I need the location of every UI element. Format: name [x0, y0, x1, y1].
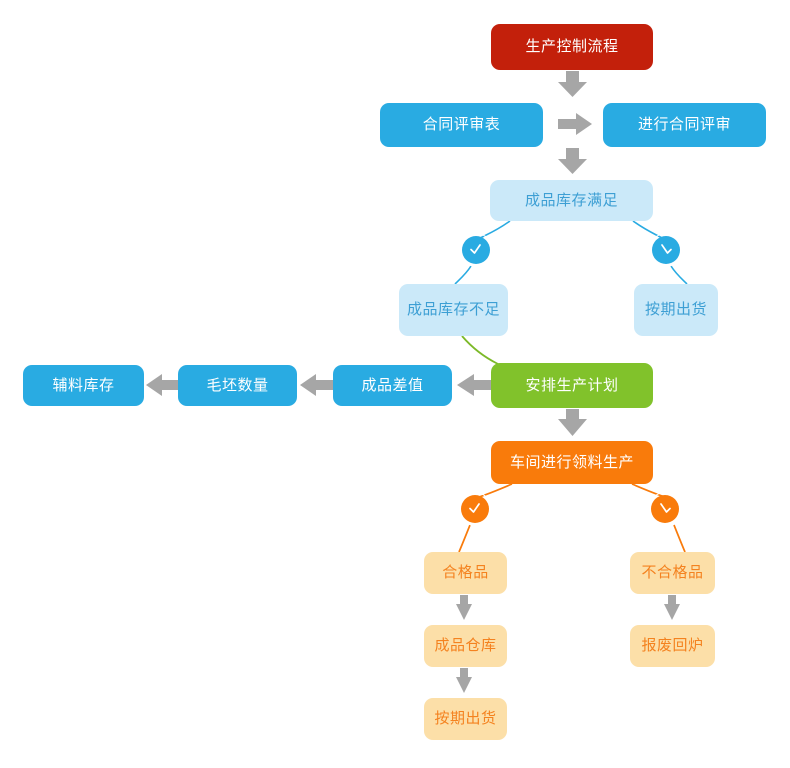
node-label: 成品仓库: [434, 637, 497, 654]
node-aux-stock[interactable]: 辅料库存: [23, 365, 144, 406]
badge-ring: [649, 233, 683, 267]
arrow-down-left-icon: [470, 244, 481, 254]
badge-fail[interactable]: [648, 492, 682, 526]
badge-ring: [648, 492, 682, 526]
arrow-down-right-icon: [661, 244, 672, 254]
badge-pass[interactable]: [458, 492, 492, 526]
connector-plan-to-workshop: [558, 409, 587, 436]
badge-ship-on-time[interactable]: [649, 233, 683, 267]
node-label: 合同评审表: [422, 116, 501, 133]
node-pass[interactable]: 合格品: [424, 552, 507, 594]
node-label: 不合格品: [641, 564, 704, 581]
node-label: 生产控制流程: [525, 38, 619, 55]
connector-diff-to-blank-qty: [300, 374, 333, 396]
node-label: 车间进行领料生产: [509, 453, 634, 471]
node-plan[interactable]: 安排生产计划: [491, 363, 653, 408]
arrow-down-right-icon: [660, 503, 671, 513]
node-label: 合格品: [442, 564, 489, 581]
node-blank-qty[interactable]: 毛坯数量: [178, 365, 297, 406]
node-label: 成品库存满足: [524, 191, 618, 209]
node-label: 成品差值: [361, 376, 424, 394]
node-workshop[interactable]: 车间进行领料生产: [491, 441, 653, 484]
badge-stock-short[interactable]: [459, 233, 493, 267]
node-ship-on-time-2[interactable]: 按期出货: [424, 698, 507, 740]
connector-fail-to-scrap: [664, 595, 680, 620]
node-label: 按期出货: [644, 301, 707, 318]
connector-warehouse-to-ship: [456, 668, 472, 693]
node-stock-ok[interactable]: 成品库存满足: [490, 180, 653, 221]
node-fail[interactable]: 不合格品: [630, 552, 715, 594]
node-warehouse[interactable]: 成品仓库: [424, 625, 507, 667]
connector-root-to-contract-form: [558, 71, 587, 97]
badge-ring: [459, 233, 493, 267]
connector-blank-qty-to-aux-stock: [146, 374, 179, 396]
node-diff[interactable]: 成品差值: [333, 365, 452, 406]
node-stock-short[interactable]: 成品库存不足: [399, 284, 508, 336]
node-contract-review[interactable]: 进行合同评审: [603, 103, 766, 147]
connector-stock-short-to-plan: [461, 335, 499, 365]
node-label: 安排生产计划: [525, 376, 619, 394]
node-label: 辅料库存: [52, 376, 115, 394]
node-label: 报废回炉: [641, 637, 704, 654]
connector-contract-form-to-review: [558, 113, 592, 135]
node-root[interactable]: 生产控制流程: [491, 24, 653, 70]
badge-ring: [458, 492, 492, 526]
connector-pass-to-warehouse: [456, 595, 472, 620]
node-ship-on-time-1[interactable]: 按期出货: [634, 284, 718, 336]
node-contract-form[interactable]: 合同评审表: [380, 103, 543, 147]
node-label: 进行合同评审: [637, 116, 731, 133]
node-scrap[interactable]: 报废回炉: [630, 625, 715, 667]
connector-plan-to-diff: [457, 374, 491, 396]
node-label: 按期出货: [434, 710, 497, 727]
node-label: 毛坯数量: [206, 376, 269, 394]
arrow-down-left-icon: [469, 503, 480, 513]
node-label: 成品库存不足: [406, 301, 500, 318]
connector-contract-form-to-stock-ok: [558, 148, 587, 174]
